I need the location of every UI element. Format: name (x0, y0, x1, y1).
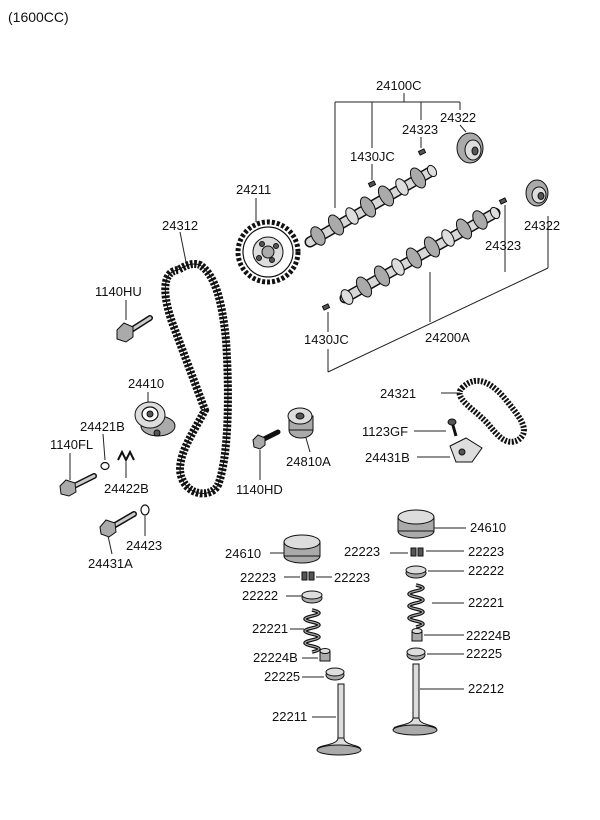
label-24211: 24211 (236, 182, 271, 197)
label-22225-left: 22225 (264, 669, 300, 684)
spring-seat-right (406, 647, 426, 661)
tensioner-spring (117, 449, 135, 463)
camshaft-bracket-lines (334, 93, 467, 208)
woodruff-key-upper (417, 148, 427, 156)
label-22224b-left: 22224B (253, 650, 298, 665)
label-22221-right: 22221 (468, 595, 504, 610)
washer-24423 (140, 504, 150, 516)
tensioner-plate-24431b (449, 437, 483, 463)
label-24322-upper: 24322 (440, 110, 476, 125)
label-24323-upper: 24323 (402, 122, 438, 137)
label-24423: 24423 (126, 538, 162, 553)
spring-retainer-right (405, 565, 427, 579)
valve-spring-right (407, 583, 425, 629)
pin-1430jc-lower (321, 303, 331, 311)
camshaft-upper (304, 164, 438, 248)
label-1140fl: 1140FL (50, 437, 93, 452)
spring-seat-left (325, 667, 345, 681)
cam-sprocket (235, 219, 301, 285)
bolt-1140fl (59, 473, 97, 497)
woodruff-key-lower (498, 197, 508, 205)
cam-oil-seal-lower (525, 179, 549, 207)
label-24610-left: 24610 (225, 546, 261, 561)
label-24200a: 24200A (425, 330, 470, 345)
label-22221-left: 22221 (252, 621, 288, 636)
label-24100c: 24100C (376, 78, 422, 93)
label-24421b: 24421B (80, 419, 125, 434)
valve-spring-left (303, 608, 321, 654)
label-24410: 24410 (128, 376, 164, 391)
label-22223-left-a: 22223 (240, 570, 276, 585)
pin-1430jc-upper (367, 180, 377, 188)
lifter-left (283, 534, 321, 564)
label-24431a: 24431A (88, 556, 133, 571)
exhaust-valve (392, 663, 438, 736)
label-24422b: 24422B (104, 481, 149, 496)
timing-belt (161, 259, 232, 498)
label-22223-right-a: 22223 (344, 544, 380, 559)
bolt-1140hd (252, 429, 281, 450)
label-1123gf: 1123GF (362, 424, 408, 439)
label-1430jc-lower: 1430JC (304, 332, 349, 347)
label-22222-left: 22222 (242, 588, 278, 603)
label-1430jc-upper: 1430JC (350, 149, 395, 164)
intake-valve (316, 683, 362, 756)
valve-keeper-right (410, 547, 424, 557)
label-22212: 22212 (468, 681, 504, 696)
label-24610-right: 24610 (470, 520, 506, 535)
cam-oil-seal-upper (456, 132, 484, 164)
spring-retainer-left (301, 590, 323, 604)
leader-24431a (107, 535, 113, 555)
camshaft-lower (339, 206, 501, 305)
bolt-1140hu (116, 315, 153, 343)
label-1140hd: 1140HD (236, 482, 283, 497)
engine-header: (1600CC) (8, 9, 69, 25)
bolt-1123gf (447, 418, 458, 437)
label-22225-right: 22225 (466, 646, 502, 661)
tensioner-pulley (134, 401, 176, 437)
label-1140hu: 1140HU (95, 284, 142, 299)
label-24322-lower: 24322 (524, 218, 560, 233)
leader-24421b (102, 433, 106, 461)
label-22223-left-b: 22223 (334, 570, 370, 585)
label-22211: 22211 (272, 709, 307, 724)
bolt-24431a (99, 511, 137, 538)
label-24323-lower: 24323 (485, 238, 521, 253)
leader-24810a (305, 437, 311, 453)
stem-seal-right (411, 628, 423, 642)
valve-keeper-left (301, 571, 315, 581)
balance-shaft-belt (456, 377, 527, 445)
label-24431b: 24431B (365, 450, 410, 465)
label-22223-right-b: 22223 (468, 544, 504, 559)
label-24312: 24312 (162, 218, 198, 233)
stem-seal-left (319, 648, 331, 662)
label-24810a: 24810A (286, 454, 331, 469)
idler-pulley (287, 407, 314, 439)
label-22224b-right: 22224B (466, 628, 511, 643)
leader-24312 (179, 231, 187, 263)
lower-camshaft-bracket-lines (327, 205, 549, 373)
washer-24421b (100, 461, 110, 471)
label-22222-right: 22222 (468, 563, 504, 578)
lifter-right (397, 509, 435, 539)
label-24321: 24321 (380, 386, 416, 401)
